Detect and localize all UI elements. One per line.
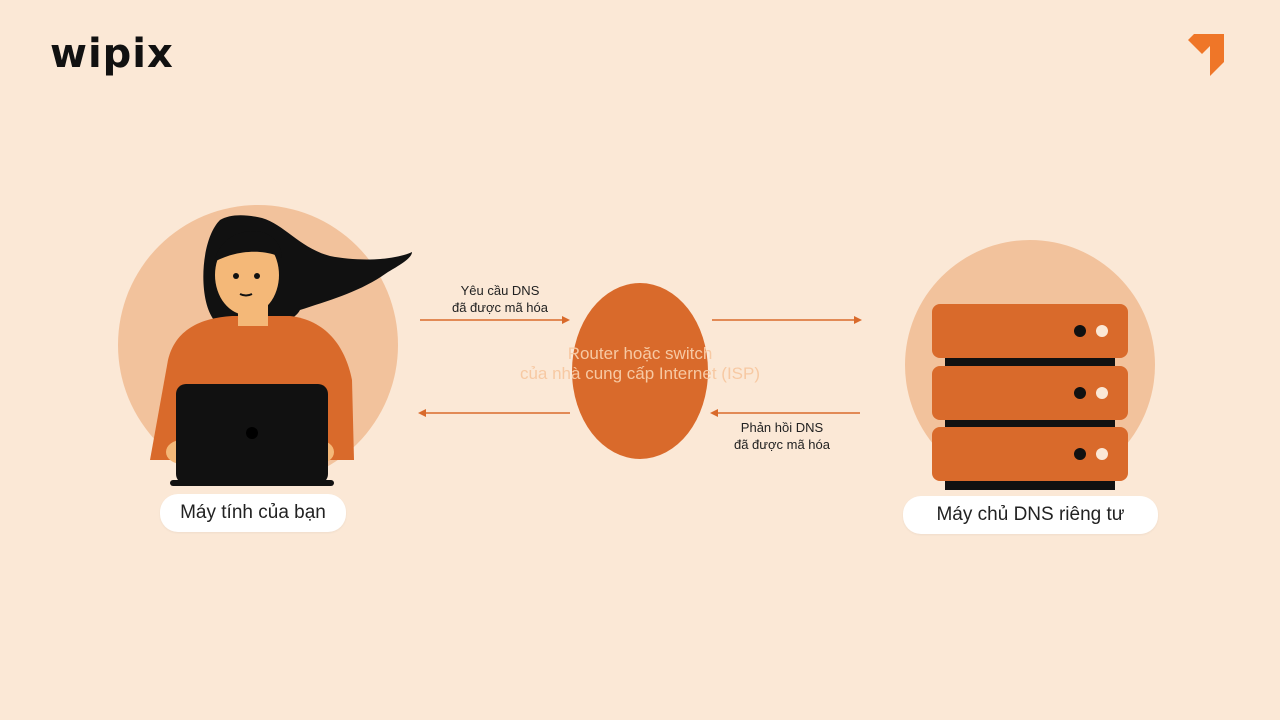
- router-label-line1: Router hoặc switch: [567, 344, 713, 363]
- server-label: Máy chủ DNS riêng tư: [903, 496, 1158, 534]
- request-label-line1: Yêu cầu DNS: [460, 283, 540, 298]
- brand-logo: wipix: [50, 31, 174, 77]
- request-label-line2: đã được mã hóa: [451, 300, 548, 315]
- server-unit-2: [932, 366, 1128, 420]
- router-label: Router hoặc switch của nhà cung cấp Inte…: [500, 344, 780, 384]
- server-unit-3: [932, 427, 1128, 481]
- client-label: Máy tính của bạn: [160, 494, 346, 532]
- response-label-line1: Phản hồi DNS: [740, 420, 824, 435]
- laptop-camera: [246, 427, 258, 439]
- response-label: Phản hồi DNS đã được mã hóa: [712, 419, 852, 453]
- router-label-line2: của nhà cung cấp Internet (ISP): [519, 364, 761, 383]
- router-node: [572, 283, 708, 459]
- server-stack: [932, 304, 1128, 490]
- request-label: Yêu cầu DNS đã được mã hóa: [430, 282, 570, 316]
- response-label-line2: đã được mã hóa: [733, 437, 830, 452]
- server-unit-1: [932, 304, 1128, 358]
- arrow-logo-icon: [1188, 34, 1224, 76]
- person-eye-left: [233, 273, 239, 279]
- person-eye-right: [254, 273, 260, 279]
- person-mouth: [239, 293, 253, 297]
